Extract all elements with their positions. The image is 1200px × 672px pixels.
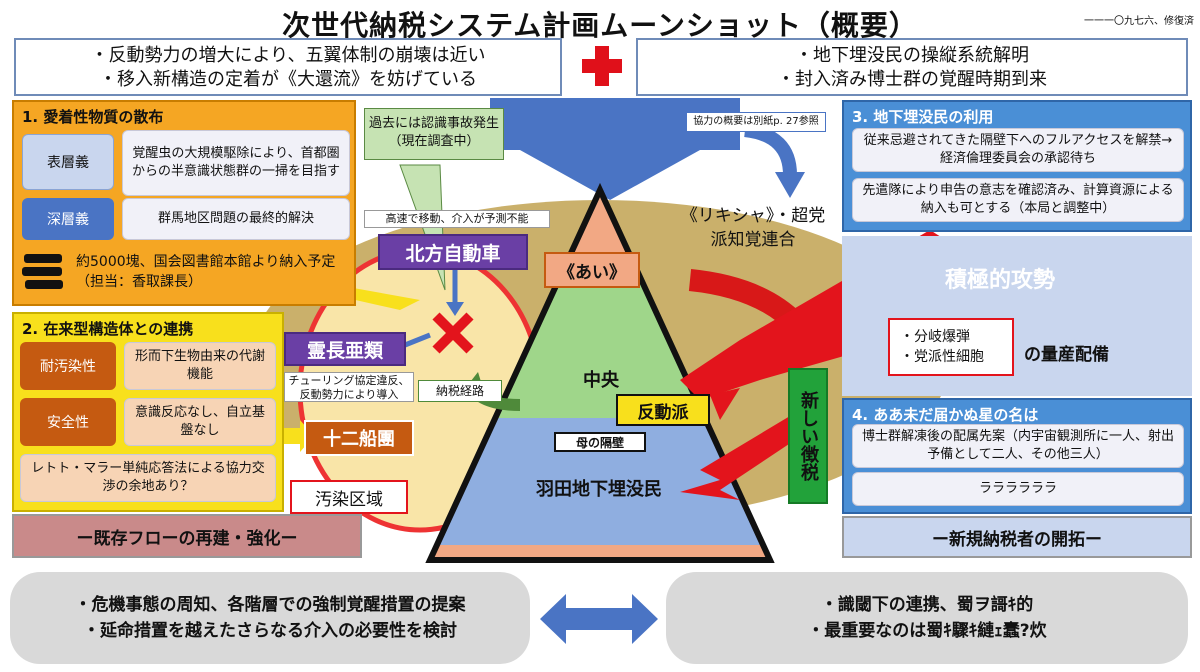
highspeed-note: 高速で移動、介入が予測不能	[364, 210, 550, 228]
section-2-footer: ー既存フローの再建・強化ー	[12, 514, 362, 558]
weapons-box: ・分岐爆弾 ・党派性細胞	[888, 318, 1014, 376]
down-arrow-head	[446, 302, 464, 316]
top-right-line-2: ・封入済み博士群の覚醒時期到来	[777, 69, 1047, 90]
section-3-item-2: 先遣隊により申告の意志を確認済み、計算資源による納入も可とする（本局と調整中）	[852, 178, 1184, 222]
books-icon	[22, 254, 66, 292]
top-left-box: ・反動勢力の増大により、五翼体制の崩壊は近い ・移入新構造の定着が《大還流》を妨…	[14, 38, 562, 96]
plus-icon	[578, 42, 626, 90]
bottom-left-box: ・危機事態の周知、各階層での強制覚醒措置の提案 ・延命措置を越えたさらなる介入の…	[10, 572, 530, 664]
twelve-fleets-label: 十二船團	[304, 420, 414, 456]
rikisha-label: 《リキシャ》・超党派知覚連合	[680, 206, 826, 250]
lower-red-arrow	[680, 410, 810, 500]
section-4-footer: ー新規納税者の開拓ー	[842, 516, 1192, 558]
desc-safety: 意識反応なし、自立基盤なし	[124, 398, 276, 446]
section-1-note: 約5000塊、国会図書館本館より納入予定（担当：香取課長）	[76, 254, 336, 290]
tax-route-label: 納税経路	[418, 380, 502, 402]
offensive-arrow-tip	[710, 388, 740, 420]
cooperation-note: 協力の概要は別紙p. 27参照	[686, 112, 826, 132]
section-4-heading: 4. ああ未だ届かぬ星の名は	[852, 406, 1039, 424]
section-3-heading: 3. 地下埋没民の利用	[852, 108, 994, 126]
cooperation-arrow	[743, 123, 797, 176]
double-arrow-icon	[540, 594, 658, 644]
bottom-right-line-1: ・識閾下の連携、蜀ヲ謌ｷ的	[820, 595, 1034, 615]
right-arrow	[404, 332, 431, 348]
tag-contamination-resistance: 耐汚染性	[20, 342, 116, 390]
top-left-line-2: ・移入新構造の定着が《大還流》を妨げている	[99, 69, 477, 90]
reicho-arui-label: 霊長亜類	[284, 332, 406, 366]
bottom-left-line-2: ・延命措置を越えたさらなる介入の必要性を検討	[83, 621, 457, 641]
section-4-item-1: 博士群解凍後の配属先案（内宇宙観測所に一人、射出予備として二人、その他三人）	[852, 424, 1184, 468]
bottom-right-line-2: ・最重要なのは蜀ｷ驟ｷ縺ｪ蠢?炊	[807, 621, 1047, 641]
weapons-item-1: ・分岐爆弾	[900, 329, 970, 345]
desc-deep: 群馬地区問題の最終的解決	[122, 198, 350, 240]
section-1-heading: 1. 愛着性物質の散布	[22, 108, 164, 126]
close-icon	[432, 312, 474, 354]
tag-surface: 表層義	[22, 134, 114, 190]
page-title: 次世代納税システム計画ムーンショット（概要）	[282, 9, 918, 42]
active-offensive-label: 積極的攻勢	[944, 268, 1055, 293]
haneda-label: 羽田地下埋没民	[536, 479, 662, 500]
pyramid-outline	[425, 182, 775, 563]
mother-barrier-label: 母の隔壁	[554, 432, 646, 452]
top-right-line-1: ・地下埋没民の操縦系統解明	[795, 45, 1029, 66]
bottom-right-box: ・識閾下の連携、蜀ヲ謌ｷ的 ・最重要なのは蜀ｷ驟ｷ縺ｪ蠢?炊	[666, 572, 1188, 664]
bottom-left-line-1: ・危機事態の周知、各階層での強制覚醒措置の提案	[74, 595, 466, 615]
cooperation-arrow-head	[775, 172, 805, 198]
top-right-box: ・地下埋没民の操縦系統解明 ・封入済み博士群の覚醒時期到来	[636, 38, 1188, 96]
past-incident-callout: 過去には認識事故発生（現在調査中）	[364, 108, 504, 160]
section-4-item-2: ララララララ	[852, 472, 1184, 506]
desc-contamination-resistance: 形而下生物由来の代謝機能	[124, 342, 276, 390]
desc-surface: 覚醒虫の大規模駆除により、首都圏からの半意識状態群の一掃を目指す	[122, 130, 350, 196]
section-2-heading: 2. 在来型構造体との連携	[22, 320, 194, 338]
turing-note: チューリング協定違反、反動勢力により導入	[284, 372, 414, 402]
tag-deep: 深層義	[22, 198, 114, 240]
hoppo-jidosha-label: 北方自動車	[378, 234, 528, 270]
central-label: 中央	[583, 370, 619, 391]
pyramid-bottom	[440, 418, 760, 545]
top-funnel-arrow	[490, 98, 740, 200]
section-2-note: レトト・マラー単純応答法による協力交渉の余地あり？	[20, 454, 276, 502]
weapons-item-2: ・党派性細胞	[900, 349, 984, 365]
document-number: 一一一〇九七六、修復済	[1084, 16, 1194, 27]
top-left-line-1: ・反動勢力の増大により、五翼体制の崩壊は近い	[90, 45, 486, 66]
mass-deployment-label: の量産配備	[1024, 345, 1109, 365]
ai-label: 《あい》	[544, 252, 640, 288]
section-3-item-1: 従来忌避されてきた隔壁下へのフルアクセスを解禁→経済倫理委員会の承認待ち	[852, 128, 1184, 172]
new-taxation-label: 新しい徴税	[788, 368, 828, 504]
reactionary-label: 反動派	[616, 394, 710, 426]
tag-safety: 安全性	[20, 398, 116, 446]
contamination-zone-label: 汚染区域	[290, 480, 408, 514]
